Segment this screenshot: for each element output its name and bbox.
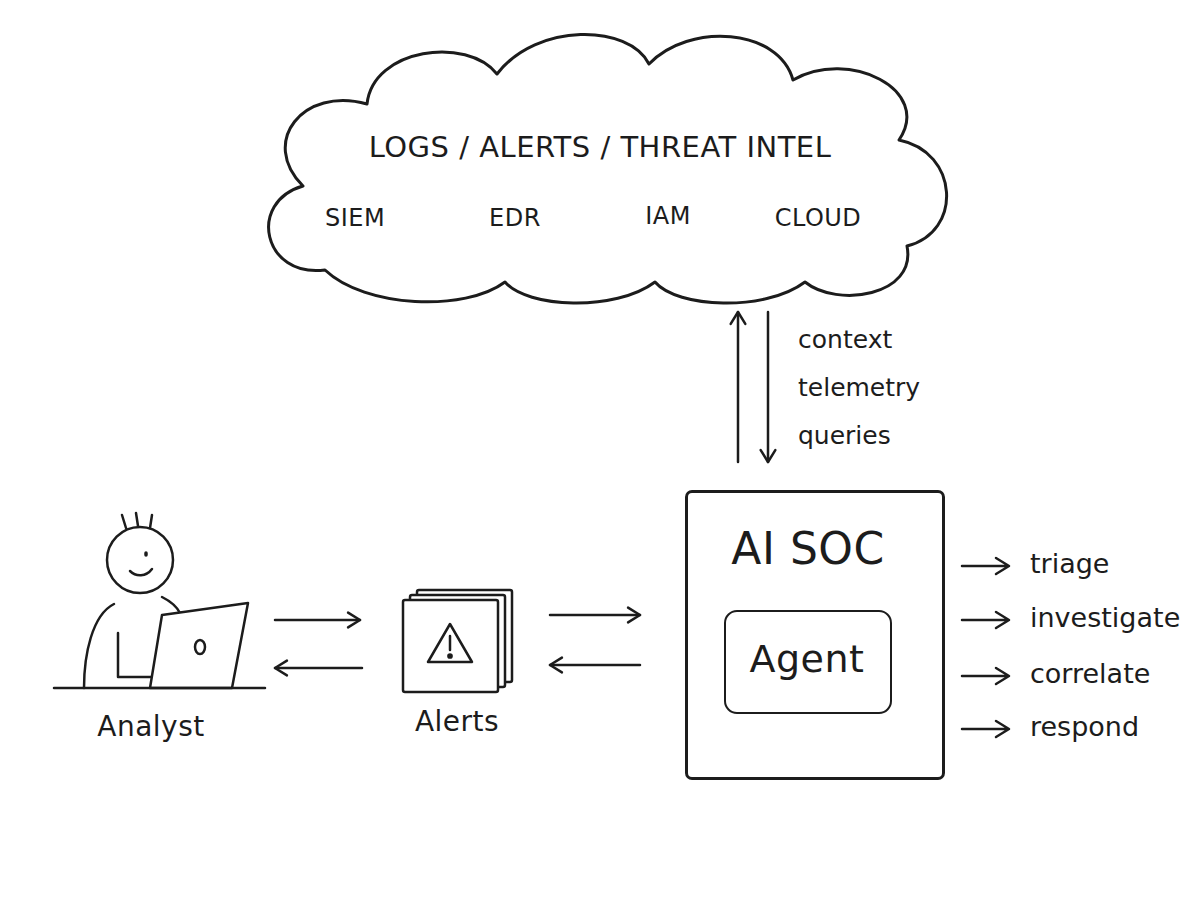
node-label: Alerts	[415, 707, 499, 738]
source-label: CLOUD	[775, 205, 862, 231]
arrow-head	[761, 450, 776, 462]
box-title: AI SOC	[731, 525, 884, 573]
warning-dot	[448, 654, 451, 657]
output-label: correlate	[1030, 659, 1150, 689]
source-label: SIEM	[325, 205, 385, 231]
arrow-head	[275, 661, 287, 676]
output-arrow	[962, 612, 1009, 628]
cloud-path	[269, 34, 947, 303]
analyst-smile	[130, 569, 152, 575]
arrow-head	[731, 312, 746, 324]
connector-line	[550, 614, 640, 617]
connector-line	[737, 312, 740, 462]
analyst-eye	[144, 553, 148, 555]
analyst-head	[107, 527, 173, 593]
connector-arrow	[550, 658, 640, 673]
connector-line	[550, 664, 640, 667]
output-label: investigate	[1030, 603, 1180, 633]
cloud-title: LOGS / ALERTS / THREAT INTEL	[369, 132, 832, 164]
connector-arrow	[275, 661, 362, 676]
cloud-shape: LOGS / ALERTS / THREAT INTEL SIEM EDR IAM CL…	[245, 20, 960, 305]
analyst-body	[84, 604, 114, 688]
warning-triangle	[428, 624, 472, 662]
output-arrow	[962, 668, 1009, 684]
analyst-arm	[118, 633, 154, 677]
analyst-figure: Analyst	[50, 505, 272, 750]
connector-arrow	[275, 613, 360, 628]
alerts-icon: Alerts	[365, 580, 545, 745]
connector-line	[275, 667, 362, 670]
arrow-head	[348, 613, 360, 628]
analyst-hair	[122, 513, 152, 528]
connector-arrow	[761, 312, 776, 462]
output-label: triage	[1030, 549, 1109, 579]
edge-label: context telemetry queries	[798, 316, 948, 460]
alert-page	[403, 600, 498, 692]
desk-line	[54, 687, 265, 690]
connector-line	[767, 312, 770, 462]
source-label: EDR	[489, 205, 541, 231]
arrow-head	[628, 608, 640, 623]
laptop	[150, 603, 248, 688]
output-label: respond	[1030, 712, 1139, 742]
connector-arrow	[731, 312, 746, 462]
warning-mark	[449, 636, 452, 650]
node-label: Analyst	[97, 712, 204, 743]
process-box: AI SOC Agent	[685, 490, 945, 780]
connector-line	[275, 619, 360, 622]
connector-arrow	[550, 608, 640, 623]
agent-box: Agent	[724, 610, 892, 714]
output-arrow	[962, 558, 1009, 574]
analyst-body	[162, 597, 180, 613]
box-title: Agent	[750, 639, 865, 681]
laptop-logo	[195, 640, 205, 654]
output-arrow	[962, 721, 1009, 737]
arrow-head	[550, 658, 562, 673]
source-label: IAM	[645, 203, 691, 229]
